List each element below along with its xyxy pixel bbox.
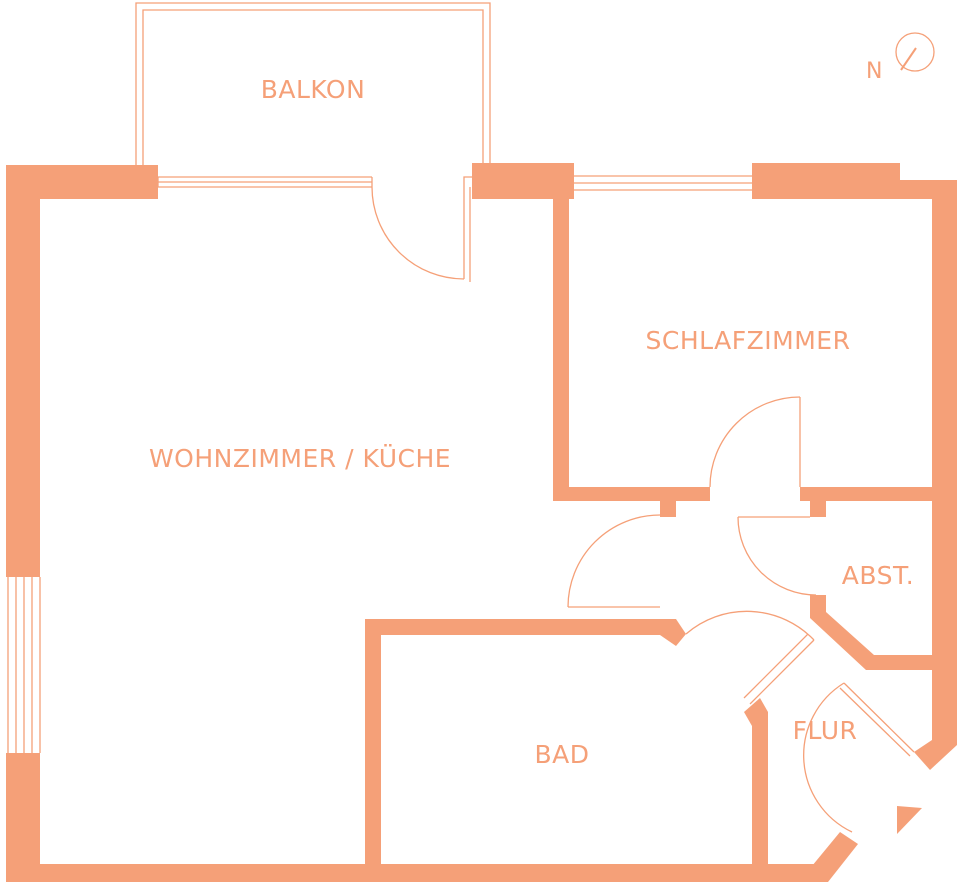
door-storage xyxy=(737,516,817,596)
wall-top-middle xyxy=(472,163,574,199)
wall-storage-diagonal xyxy=(810,595,932,670)
exterior-walls xyxy=(6,163,957,882)
wall-bath-left xyxy=(365,619,381,866)
door-bath xyxy=(685,610,815,705)
room-label-bad: BAD xyxy=(534,740,589,769)
room-label-wohnzimmer-kueche: WOHNZIMMER / KÜCHE xyxy=(149,444,451,473)
room-label-flur: FLUR xyxy=(793,716,858,745)
window-living-left xyxy=(7,577,41,753)
interior-walls xyxy=(365,199,940,866)
wall-bedroom-bottom-left xyxy=(553,487,710,501)
wall-corner-right xyxy=(914,740,957,770)
door-bedroom xyxy=(709,396,801,488)
room-label-schlafzimmer: SCHLAFZIMMER xyxy=(646,326,851,355)
north-label: N xyxy=(866,59,882,84)
wall-top-right-step xyxy=(752,180,957,199)
wall-bath-top-corner xyxy=(660,619,686,646)
room-label-abstellraum: ABST. xyxy=(842,561,914,590)
wall-bath-top xyxy=(365,619,665,635)
wall-right xyxy=(932,180,957,745)
window-living-top xyxy=(157,176,373,188)
wall-left-upper xyxy=(6,165,40,577)
wall-bath-right-corner xyxy=(744,698,768,726)
entrance-triangle-icon xyxy=(897,806,922,834)
wall-storage-stub xyxy=(810,501,826,517)
north-arrow-icon xyxy=(895,32,935,72)
wall-bedroom-left xyxy=(553,199,569,501)
wall-bedroom-bottom-right xyxy=(800,487,940,501)
room-label-balkon: BALKON xyxy=(261,75,366,104)
door-entrance xyxy=(803,682,915,833)
wall-hall-stub xyxy=(660,501,676,517)
window-bedroom-top xyxy=(574,175,752,191)
wall-bath-right xyxy=(752,712,768,866)
wall-bottom xyxy=(6,864,828,882)
door-living-hall xyxy=(567,514,661,608)
wall-corner-bottom-right xyxy=(812,832,858,882)
wall-left-lower xyxy=(6,753,40,866)
door-balcony xyxy=(371,176,472,282)
balcony-railing xyxy=(135,2,491,165)
